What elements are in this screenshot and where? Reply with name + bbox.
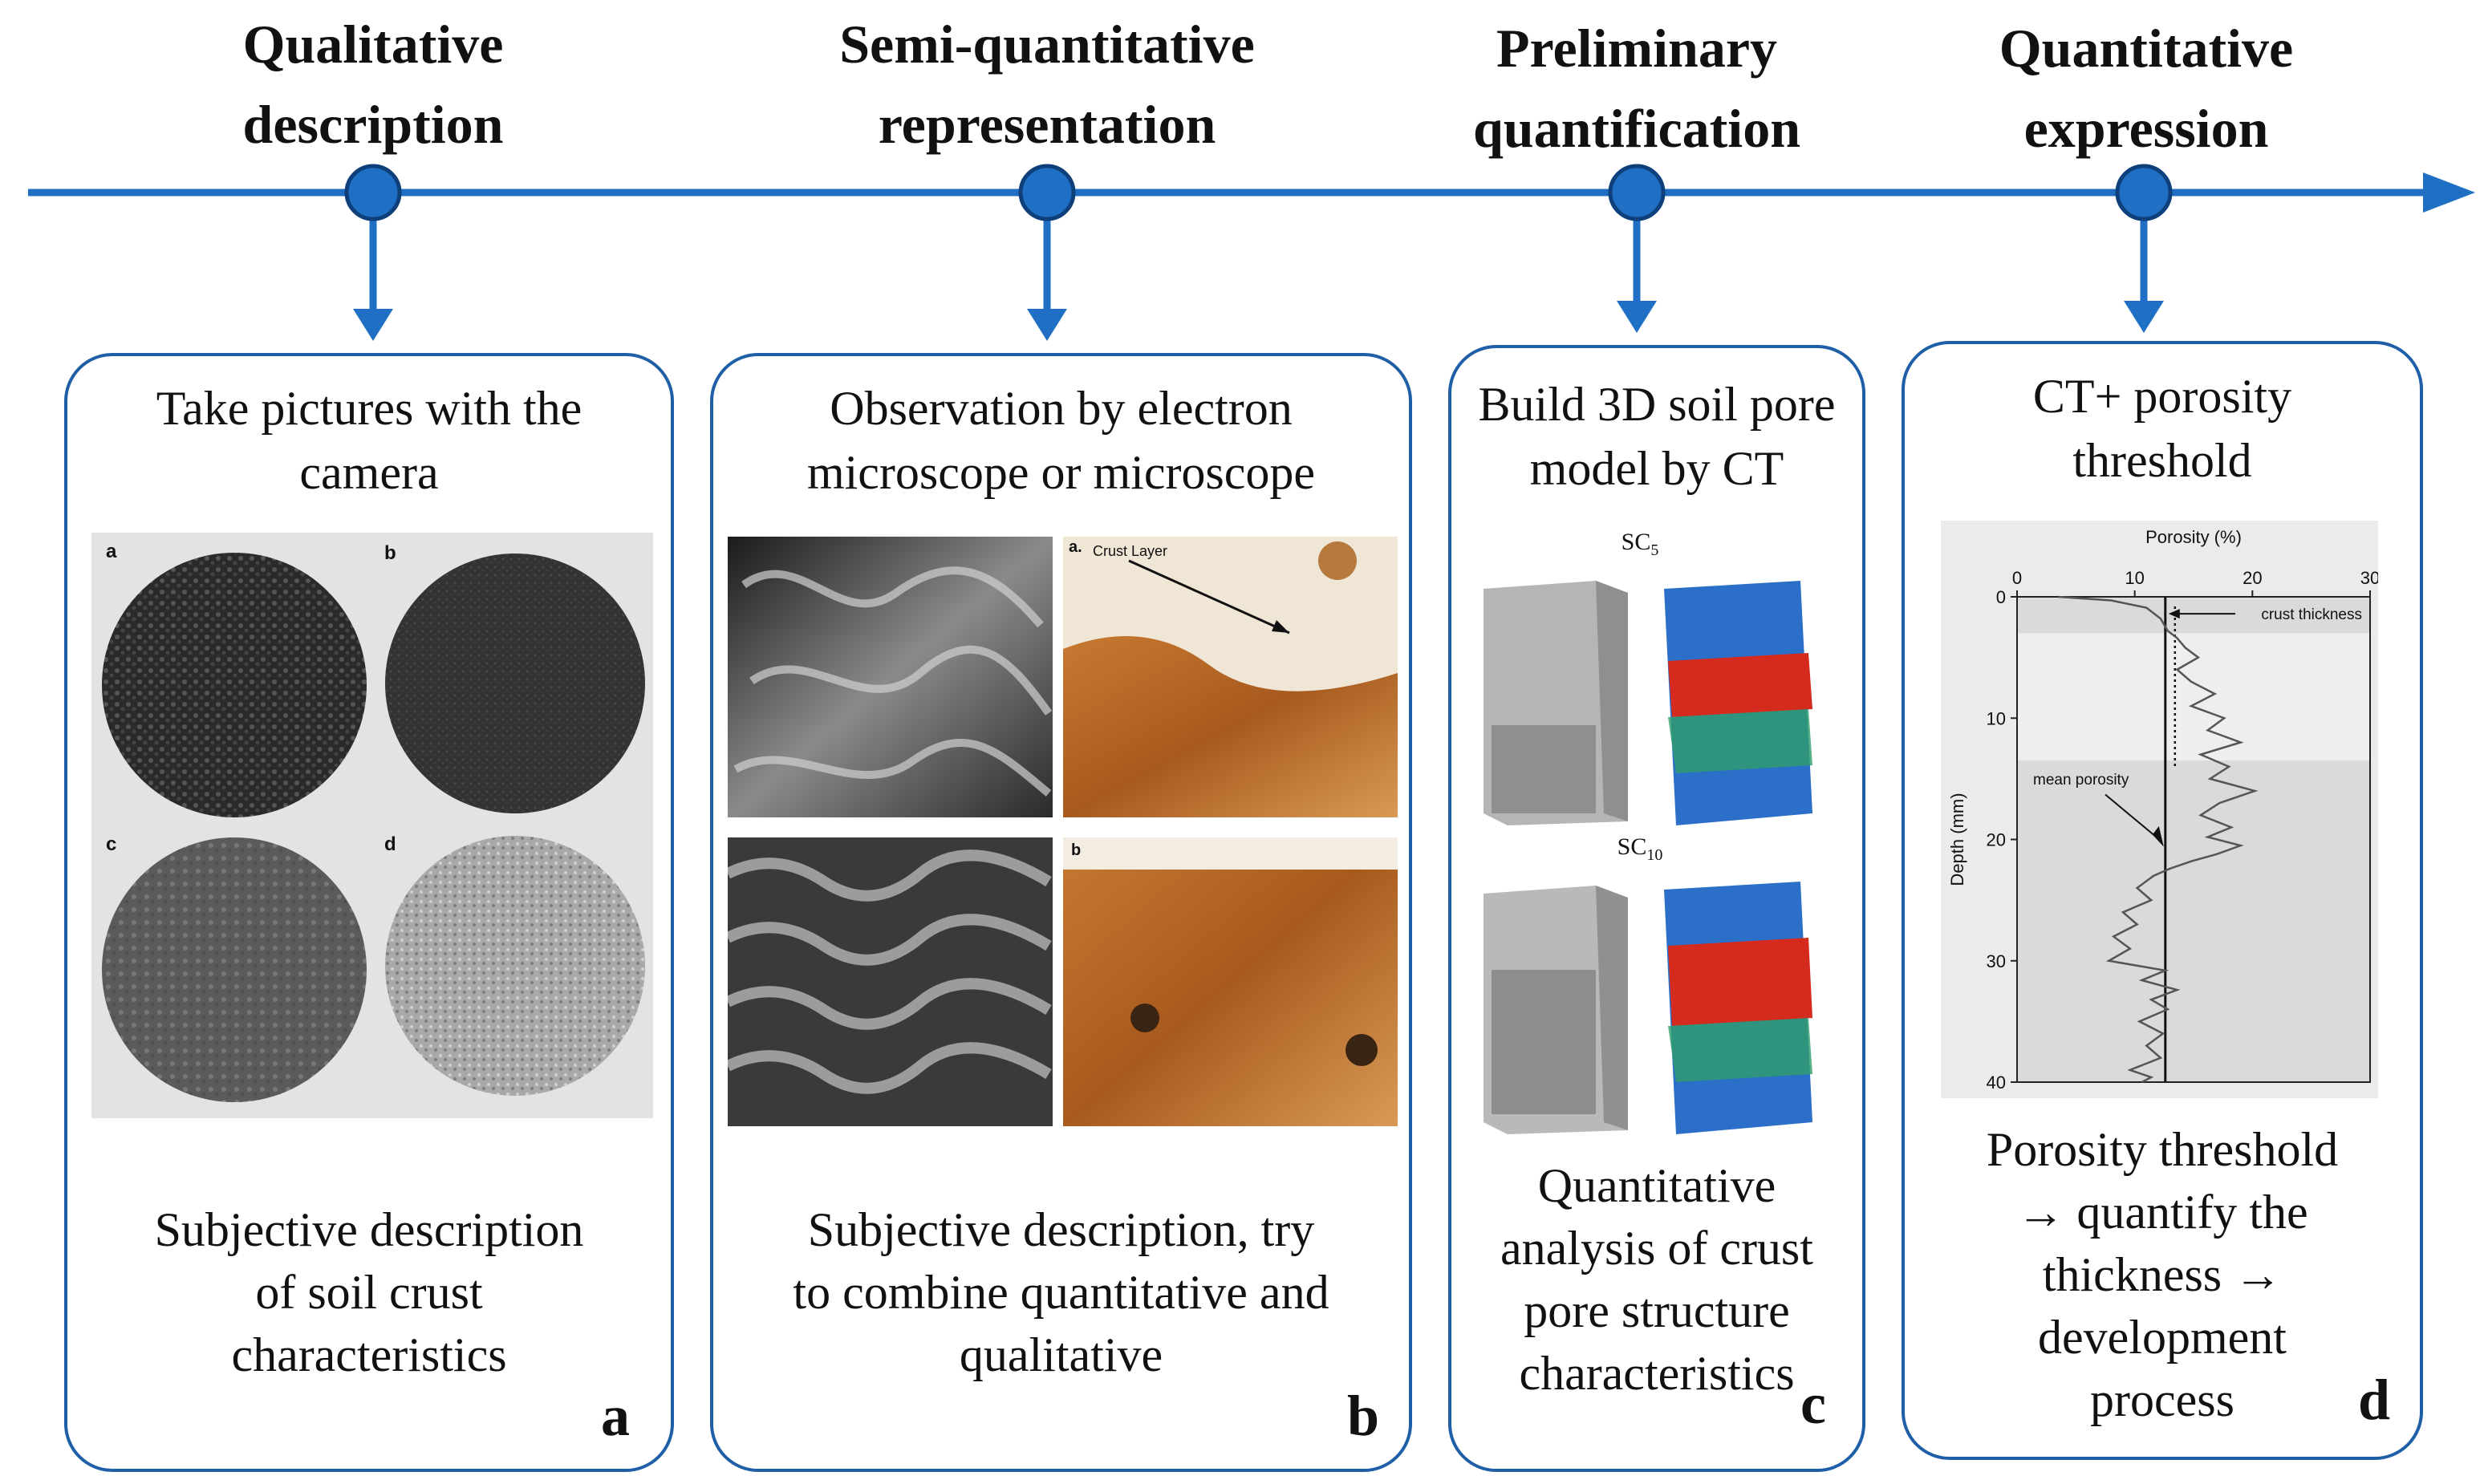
y-axis-label: Depth (mm) (1947, 793, 1967, 886)
sc5-label: SC5 (1621, 529, 1659, 559)
microscope-images: a. Crust Layer b (728, 537, 1398, 1126)
panel-letter-b: b (1347, 1384, 1380, 1448)
photo-disk-d (385, 836, 645, 1096)
mean-porosity-annotation: mean porosity (2033, 772, 2129, 789)
photo-disk-c (102, 837, 367, 1102)
photo-label-c: c (106, 833, 117, 855)
photo-label-a: a (106, 541, 117, 562)
x-tick-label: 20 (2243, 568, 2262, 588)
photo-label-b: b (384, 542, 396, 564)
ct-model-sc10 (1475, 874, 1837, 1138)
micro-label-a: a. (1069, 538, 1082, 556)
crust-zone-band (2017, 633, 2370, 761)
soil-crust-photos: a b c d (91, 533, 653, 1118)
x-tick-label: 10 (2125, 568, 2144, 588)
y-tick-label: 30 (1987, 951, 2006, 971)
timeline-node-3 (1608, 164, 1666, 333)
photo-disk-a (102, 553, 367, 817)
crust-layer-label: Crust Layer (1093, 543, 1168, 559)
porosity-profile-line (2058, 595, 2259, 1084)
panel-letter-a: a (601, 1384, 630, 1448)
photo-label-d: d (384, 833, 396, 855)
y-tick-label: 10 (1987, 708, 2006, 728)
timeline-node-2 (1018, 164, 1076, 341)
micro-label-b: b (1071, 841, 1082, 859)
x-axis-label: Porosity (%) (2145, 527, 2242, 547)
panel-letter-c: c (1800, 1372, 1826, 1436)
y-tick-label: 40 (1987, 1072, 2006, 1093)
timeline-node-1 (344, 164, 402, 341)
sc10-label: SC10 (1617, 833, 1663, 864)
photo-disk-b (385, 553, 645, 813)
timeline-node-4 (2115, 164, 2173, 333)
mean-porosity-pointer (2105, 793, 2163, 843)
panel-letter-d: d (2358, 1368, 2391, 1432)
timeline-arrowhead (2423, 172, 2475, 213)
crust-thickness-arrowhead (2168, 609, 2180, 619)
mean-porosity-arrowhead (2152, 825, 2164, 847)
x-tick-label: 0 (2012, 568, 2022, 588)
y-tick-label: 0 (1996, 587, 2006, 607)
micro-image-bottom (1063, 837, 1398, 1126)
ct-model-sc5 (1475, 573, 1837, 829)
crust-thickness-annotation: crust thickness (2261, 606, 2362, 623)
y-tick-label: 20 (1987, 830, 2006, 850)
x-tick-label: 30 (2360, 568, 2378, 588)
